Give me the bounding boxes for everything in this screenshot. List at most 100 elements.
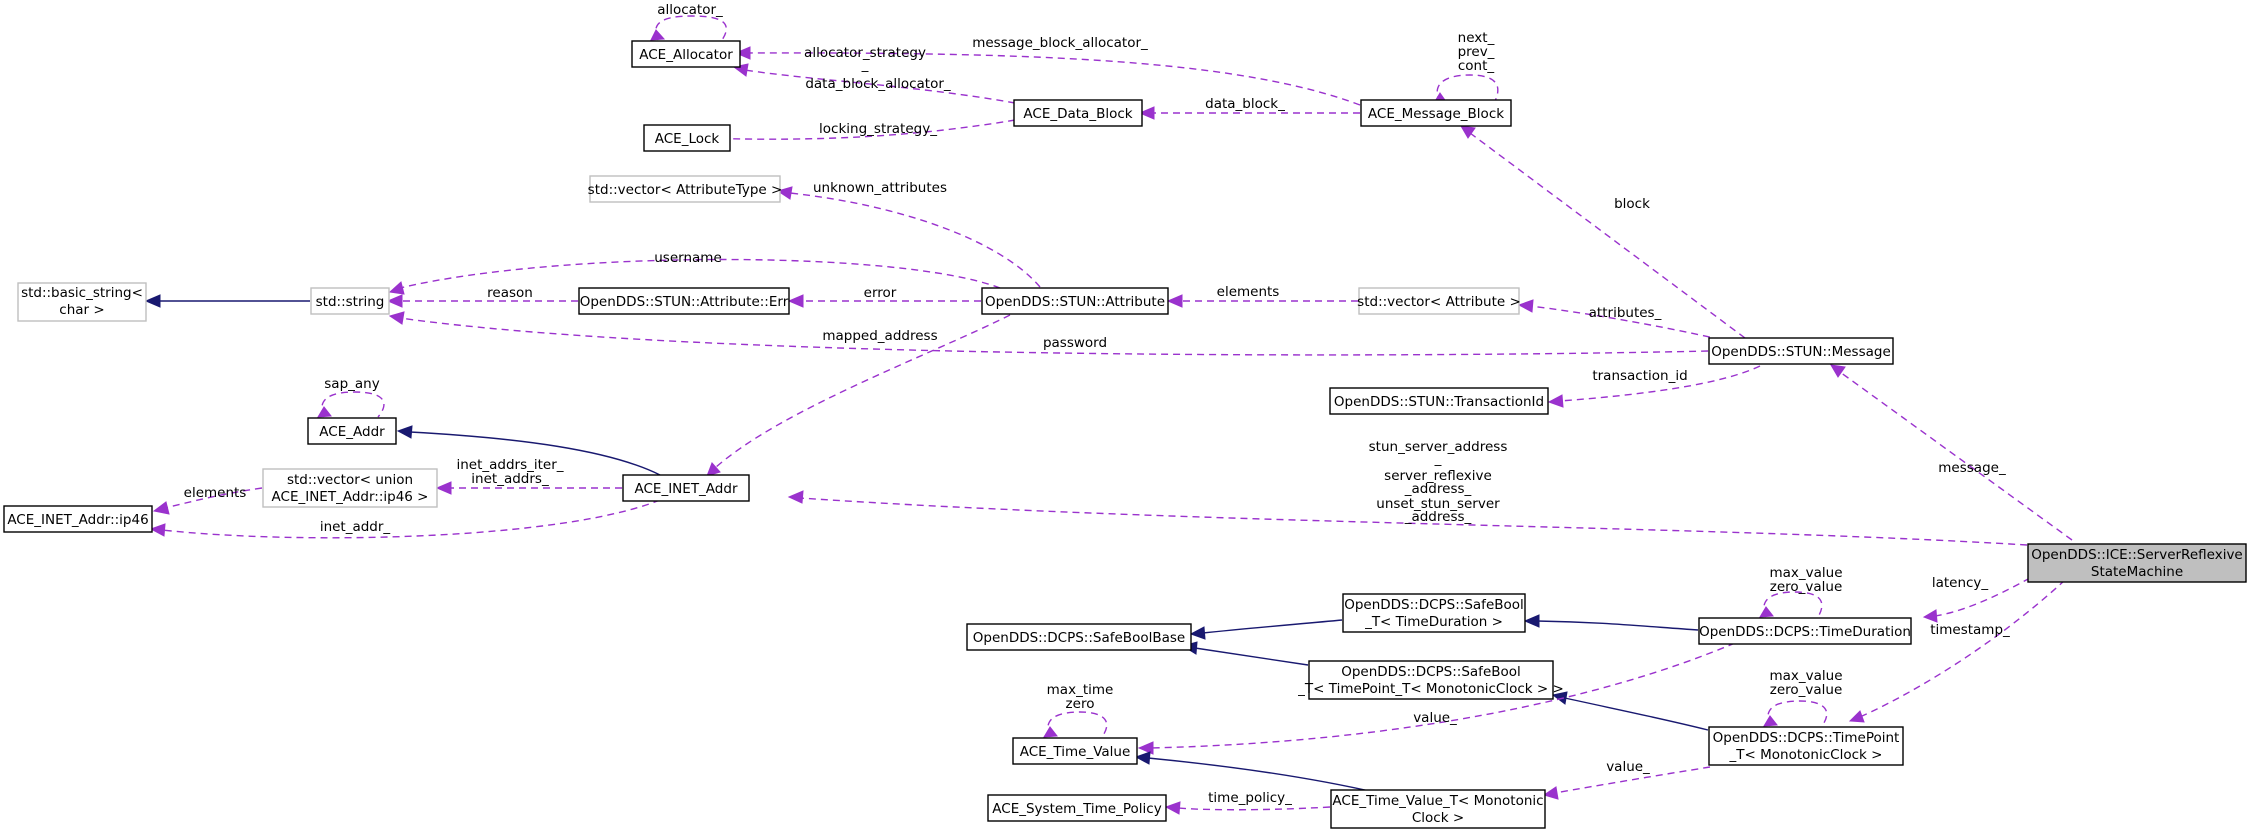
node-time-point[interactable]: OpenDDS::DCPS::TimePoint _T< MonotonicCl… <box>1708 726 1904 766</box>
edge-elements-attribute: elements <box>1166 284 1358 308</box>
node-vector-attribute[interactable]: std::vector< Attribute > <box>1357 287 1521 315</box>
node-label: ACE_Lock <box>655 131 720 147</box>
node-label-1: Clock > <box>1412 810 1464 826</box>
edge-time-point-self: max_value zero_value <box>1763 668 1843 727</box>
edge-label-data-block: data_block_ <box>1205 96 1285 112</box>
node-ace-allocator[interactable]: ACE_Allocator <box>631 40 741 68</box>
edge-label-allocator-strategy-0: allocator_strategy <box>804 45 926 61</box>
edge-error: error <box>787 285 981 308</box>
edge-label-data-block-allocator: data_block_allocator_ <box>805 76 951 92</box>
node-system-time-policy[interactable]: ACE_System_Time_Policy <box>987 794 1167 822</box>
node-label: ACE_INET_Addr <box>635 481 738 497</box>
edge-label-stun-server-address-cont: _ <box>1434 451 1442 467</box>
node-attribute-err[interactable]: OpenDDS::STUN::Attribute::Err <box>578 287 790 315</box>
edge-elements-ip46: elements <box>152 485 263 515</box>
node-std-basic-string[interactable]: std::basic_string< char > <box>17 282 147 322</box>
edge-label-mapped-address: mapped_address <box>822 328 937 344</box>
edge-locking-strategy: locking_strategy_ <box>691 119 1016 145</box>
edge-label-unknown-attributes: unknown_attributes <box>813 180 947 196</box>
edge-latency: latency_ <box>1922 575 2031 623</box>
edge-label-tp-max-value: max_value <box>1769 668 1842 684</box>
edge-time-value-t-inherits-time-value <box>1134 751 1379 794</box>
node-label-0: std::vector< union <box>287 472 413 488</box>
node-inet-addr-ip46[interactable]: ACE_INET_Addr::ip46 <box>3 505 153 533</box>
edge-label-td-max-value: max_value <box>1769 565 1842 581</box>
node-ace-inet-addr[interactable]: ACE_INET_Addr <box>622 474 750 502</box>
edge-message: message_ <box>1830 364 2073 541</box>
edge-label-value-td: value_ <box>1413 710 1457 726</box>
node-safebool-time-point[interactable]: OpenDDS::DCPS::SafeBool _T< TimePoint_T<… <box>1297 660 1564 700</box>
node-ace-addr[interactable]: ACE_Addr <box>307 417 397 445</box>
node-ace-message-block[interactable]: ACE_Message_Block <box>1360 99 1512 127</box>
node-time-value-t[interactable]: ACE_Time_Value_T< Monotonic Clock > <box>1330 789 1546 829</box>
node-label: ACE_Time_Value <box>1020 744 1131 760</box>
edge-label-allocator-strategy-1: _ <box>861 57 869 73</box>
edge-label-next: next_ <box>1458 30 1495 46</box>
node-vector-union-ip46[interactable]: std::vector< union ACE_INET_Addr::ip46 > <box>262 468 438 508</box>
node-label: ACE_System_Time_Policy <box>992 801 1161 817</box>
node-label-0: ACE_Time_Value_T< Monotonic <box>1332 793 1543 809</box>
edge-attributes: attributes_ <box>1517 299 1746 346</box>
node-server-reflexive-state-machine[interactable]: OpenDDS::ICE::ServerReflexive StateMachi… <box>2027 543 2247 583</box>
edge-data-block: data_block_ <box>1138 96 1360 120</box>
edge-block: block <box>1460 125 1746 339</box>
node-label: ACE_Message_Block <box>1368 106 1504 122</box>
node-label-0: OpenDDS::DCPS::TimePoint <box>1713 730 1900 746</box>
edge-label-unset-stun-server-address: _address_ <box>1404 509 1472 525</box>
node-time-duration[interactable]: OpenDDS::DCPS::TimeDuration <box>1698 617 1912 645</box>
edge-label-transaction-id: transaction_id <box>1592 368 1687 384</box>
node-label-0: std::basic_string< <box>21 285 143 301</box>
node-stun-attribute[interactable]: OpenDDS::STUN::Attribute <box>981 287 1169 315</box>
edge-time-value-self: max_time zero <box>1043 682 1114 738</box>
edge-mapped-address: mapped_address <box>706 314 1011 477</box>
node-ace-time-value[interactable]: ACE_Time_Value <box>1012 737 1138 765</box>
edge-message-block-self: next_ prev_ cont_ <box>1433 30 1499 104</box>
edge-string-inherits-basic-string <box>144 294 310 308</box>
edge-safebool-td-inherits-base <box>1189 619 1343 640</box>
node-label: ACE_Allocator <box>639 47 733 63</box>
edge-transaction-id: transaction_id <box>1547 365 1761 408</box>
edge-label-server-reflexive-address: _address_ <box>1404 481 1472 497</box>
edge-label-server-reflexive: server_reflexive <box>1384 468 1492 484</box>
edge-label-sap-any: sap_any <box>324 376 379 392</box>
node-stun-message[interactable]: OpenDDS::STUN::Message <box>1708 337 1894 365</box>
node-safebool-base[interactable]: OpenDDS::DCPS::SafeBoolBase <box>966 623 1192 651</box>
edge-label-inet-addr: inet_addr_ <box>320 519 391 535</box>
edge-label-username: username <box>654 250 722 266</box>
edge-label-attributes: attributes_ <box>1589 305 1662 321</box>
edge-inet-addrs: inet_addrs_iter_ inet_addrs_ <box>435 457 622 495</box>
edge-label-latency: latency_ <box>1932 575 1989 591</box>
edge-label-cont: cont_ <box>1458 58 1495 74</box>
node-label: std::vector< AttributeType > <box>588 182 783 198</box>
node-label: std::string <box>316 294 385 310</box>
edge-label-message-block-allocator: message_block_allocator_ <box>972 35 1148 51</box>
node-safebool-time-duration[interactable]: OpenDDS::DCPS::SafeBool _T< TimeDuration… <box>1342 593 1526 633</box>
node-transaction-id[interactable]: OpenDDS::STUN::TransactionId <box>1329 387 1549 415</box>
node-ace-data-block[interactable]: ACE_Data_Block <box>1013 99 1143 127</box>
node-std-string[interactable]: std::string <box>310 287 390 315</box>
node-ace-lock[interactable]: ACE_Lock <box>643 124 731 152</box>
edge-tp-inherits-safebool <box>1551 691 1709 731</box>
edge-unknown-attributes: unknown_attributes <box>776 180 1041 288</box>
node-label-1: StateMachine <box>2091 564 2183 580</box>
edge-inet-addr-inherits-addr <box>396 425 661 476</box>
node-label-0: OpenDDS::ICE::ServerReflexive <box>2031 547 2243 563</box>
edge-label-timestamp: timestamp_ <box>1930 622 2010 638</box>
node-vector-attribute-type[interactable]: std::vector< AttributeType > <box>588 175 783 203</box>
edge-stun-addresses: stun_server_address _ server_reflexive _… <box>787 439 2028 546</box>
edge-label-error: error <box>864 285 897 301</box>
edge-inet-addr: inet_addr_ <box>149 499 661 539</box>
edge-td-inherits-safebool <box>1523 614 1699 631</box>
node-label: OpenDDS::STUN::TransactionId <box>1334 394 1544 410</box>
node-label-1: _T< MonotonicClock > <box>1729 747 1883 763</box>
edge-label-password: password <box>1043 335 1107 351</box>
edge-message-block-allocator: message_block_allocator_ <box>734 35 1361 106</box>
edge-safebool-tp-inherits-base <box>1181 641 1309 666</box>
edge-label-max-time: max_time <box>1047 682 1114 698</box>
edge-password: password <box>388 311 1709 356</box>
edge-label-message: message_ <box>1938 460 2006 476</box>
node-label: OpenDDS::STUN::Message <box>1711 344 1891 360</box>
node-label: std::vector< Attribute > <box>1357 294 1521 310</box>
edge-label-allocator: allocator_ <box>657 2 723 18</box>
edge-time-policy: time_policy_ <box>1164 790 1331 815</box>
